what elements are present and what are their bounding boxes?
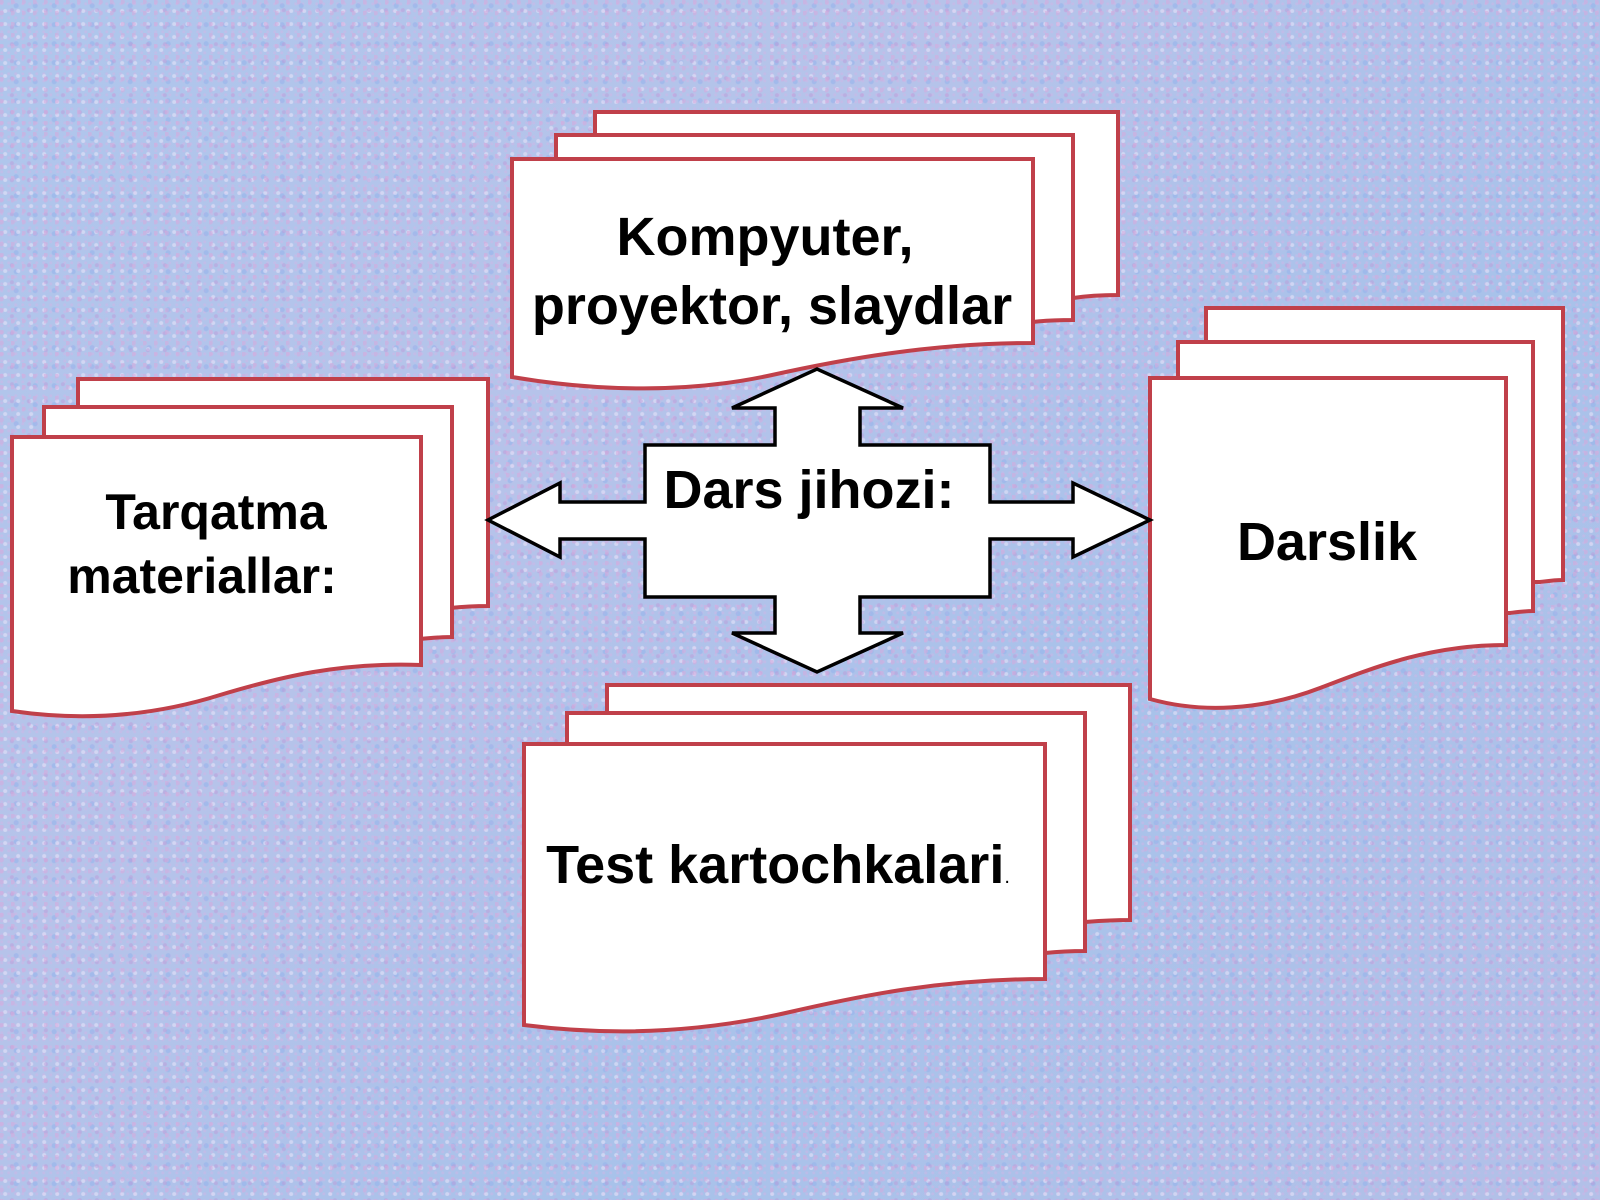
- doc-sheet-front: [1148, 376, 1508, 710]
- node-left-label-line1: Tarqatma: [105, 484, 328, 540]
- doc-sheet-front: [10, 435, 423, 719]
- node-top-label-line1: Kompyuter,: [616, 207, 913, 267]
- node-bottom-label-suffix: .: [1004, 866, 1010, 888]
- node-top-computer-projector-slides: Kompyuter, proyektor, slaydlar: [510, 110, 1120, 391]
- node-top-label-line2: proyektor, slaydlar: [532, 276, 1012, 336]
- node-bottom-label: Test kartochkalari.: [546, 835, 1010, 895]
- node-right-textbook: Darslik: [1148, 306, 1565, 710]
- doc-sheet-front: [510, 157, 1035, 391]
- node-left-label-line2: materiallar:: [67, 548, 337, 604]
- node-right-label: Darslik: [1237, 512, 1418, 572]
- node-left-handout-materials: Tarqatma materiallar:: [10, 377, 490, 719]
- center-label: Dars jihozi:: [663, 460, 954, 520]
- doc-sheet-front: [522, 742, 1047, 1034]
- node-bottom-test-cards: Test kartochkalari.: [522, 683, 1132, 1034]
- node-bottom-label-text: Test kartochkalari: [546, 835, 1004, 895]
- quad-arrow-shape: [484, 367, 1155, 674]
- center-four-way-arrow: Dars jihozi:: [484, 367, 1155, 674]
